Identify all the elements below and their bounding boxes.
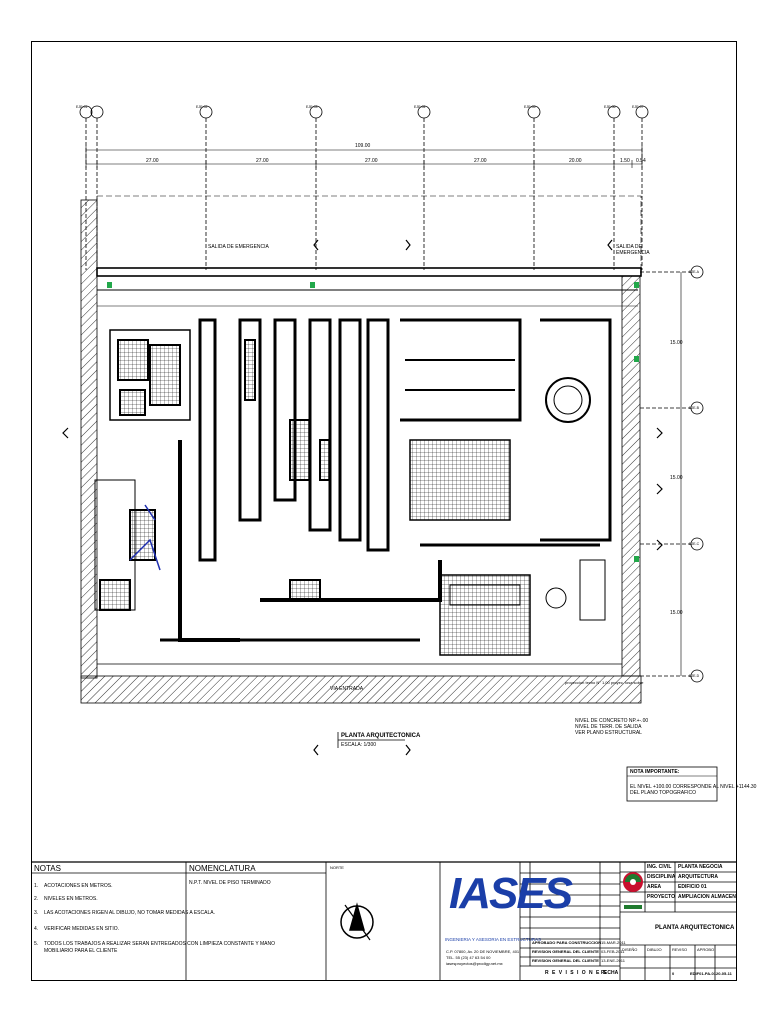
note-number: 1. — [34, 883, 39, 889]
roof-projection-label: proyeccion techo N° 1.00 proyec. losa so… — [565, 680, 644, 685]
side-dimension: 15.00 — [670, 475, 683, 481]
dimension-2: 27.00 — [256, 158, 269, 164]
axis-label-right: EJE-C — [689, 542, 700, 546]
nomenclature-line: N.P.T. NIVEL DE PISO TERMINADO — [189, 880, 271, 886]
dimension-6: 1.50 — [620, 158, 630, 164]
dimension-1: 27.00 — [146, 158, 159, 164]
level-note: VER PLANO ESTRUCTURAL — [575, 730, 642, 736]
column-markers — [107, 282, 639, 562]
notes-title: NOTAS — [34, 864, 61, 873]
dimension-lines — [85, 146, 643, 168]
client-logo-icon — [623, 872, 643, 909]
drawing-title: PLANTA ARQUITECTONICA — [655, 925, 735, 931]
revisions-label: R E V I S I O N E S — [545, 970, 608, 976]
axis-label: EJE-03 — [306, 105, 318, 109]
title-block-frame — [31, 861, 737, 981]
axis-label: EJE-06 — [604, 105, 616, 109]
blue-equipment — [129, 504, 161, 571]
title-value: PLANTA NEGOCIA — [678, 864, 723, 870]
title-value: AMPLIACION ALMACEN — [678, 894, 736, 900]
entry-label: VIA ENTRADA — [330, 686, 364, 692]
emergency-exit-label: SALIDA DE EMERGENCIA — [208, 244, 269, 250]
note-number: 2. — [34, 896, 39, 902]
axis-label: EJE-01 — [76, 105, 88, 109]
company-phone: TEL. 55 (23) 47 63 54 00 — [446, 955, 491, 960]
field-label: REVISO — [672, 947, 688, 952]
title-key: ING. CIVIL — [647, 864, 672, 870]
emergency-exit-label: SALIDA DE EMERGENCIA — [616, 244, 650, 256]
axis-bubbles-right — [640, 265, 704, 683]
axis-label-right: EJE-B — [689, 406, 699, 410]
important-note-box — [626, 766, 718, 802]
process-piping — [94, 318, 612, 656]
note-box-title: NOTA IMPORTANTE: — [630, 769, 680, 775]
axis-label-right: EJE-A — [689, 270, 699, 274]
dimension-4: 27.00 — [474, 158, 487, 164]
revision-date: 03-FEB-2011 — [601, 949, 625, 954]
note-box-line: EL NIVEL +100.00 CORRESPONDE AL NIVEL +1… — [630, 784, 757, 790]
title-value: ARQUITECTURA — [678, 874, 718, 880]
section-markers — [62, 239, 663, 756]
note-text: ACOTACIONES EN METROS. — [44, 883, 113, 889]
note-number: 4. — [34, 926, 39, 932]
note-text: MOBILIARIO PARA EL CLIENTE — [44, 948, 118, 954]
axis-bubbles-top — [79, 105, 649, 270]
note-text: VERIFICAR MEDIDAS EN SITIO. — [44, 926, 120, 932]
level-note: NIVEL DE CONCRETO NP.+-.00 — [575, 718, 649, 724]
overall-dimension: 109.00 — [355, 143, 371, 149]
company-subtitle: INGENIERIA Y ASESORIA EN ESTRUCTURAS — [445, 937, 542, 942]
note-text: NIVELES EN METROS. — [44, 896, 98, 902]
axis-label: EJE-02 — [196, 105, 208, 109]
title-key: PROYECTO — [647, 894, 675, 900]
note-box-line: DEL PLANO TOPOGRAFICO — [630, 790, 697, 796]
revision-desc: REVISION GENERAL DEL CLIENTE — [532, 958, 599, 963]
note-text: LAS ACOTACIONES RIGEN AL DIBUJO, NO TOMA… — [44, 910, 215, 916]
dimension-5: 20.00 — [569, 158, 582, 164]
company-email: iasesproyectos@prodigy.net.mx — [446, 961, 503, 966]
dimension-3: 27.00 — [365, 158, 378, 164]
north-label: NORTE — [330, 865, 344, 870]
company-logo: IASES — [449, 869, 573, 918]
plan-scale: ESCALA: 1/300 — [341, 742, 377, 748]
revisions-date-header: FECHA — [601, 970, 619, 976]
title-key: DISCIPLINA — [647, 874, 676, 880]
note-text: TODOS LOS TRABAJOS A REALIZAR SERAN ENTR… — [44, 941, 275, 947]
revision-desc: APROBADO PARA CONSTRUCCION — [532, 940, 602, 945]
field-label: APROBO — [697, 947, 715, 952]
title-key: AREA — [647, 884, 662, 890]
north-arrow-icon — [340, 902, 374, 941]
axis-label: EJE-07 — [632, 105, 644, 109]
title-value: EDIFICIO 01 — [678, 884, 707, 890]
axis-label-right: EJE-D — [689, 674, 700, 678]
note-number: 5. — [34, 941, 39, 947]
nomenclature-title: NOMENCLATURA — [189, 864, 256, 873]
field-label: DIBUJO — [647, 947, 662, 952]
revision-date: 15-MAR-2011 — [601, 940, 626, 945]
note-number: 3. — [34, 910, 39, 916]
axis-label: EJE-05 — [524, 105, 536, 109]
side-dimension: 15.00 — [670, 340, 683, 346]
revision-number: 0 — [672, 971, 675, 976]
building-outline — [80, 195, 642, 704]
revision-date: 13-ENE-2011 — [601, 958, 625, 963]
revision-desc: REVISION GENERAL DEL CLIENTE — [532, 949, 599, 954]
side-dimension: 15.00 — [670, 610, 683, 616]
dimension-7: 0.54 — [636, 158, 646, 164]
field-label: DISEÑO — [622, 947, 638, 952]
drawing-date: 20-05-11 — [716, 971, 732, 976]
company-address: C.P. 07800, Av. 20 DE NOVIEMBRE, 401 — [446, 949, 520, 954]
axis-label: EJE-04 — [414, 105, 426, 109]
plan-title: PLANTA ARQUITECTONICA — [341, 733, 421, 739]
drawing-number: EDIF01-PA-01 — [690, 971, 716, 976]
level-note: NIVEL DE TERR. DE SALIDA — [575, 724, 642, 730]
